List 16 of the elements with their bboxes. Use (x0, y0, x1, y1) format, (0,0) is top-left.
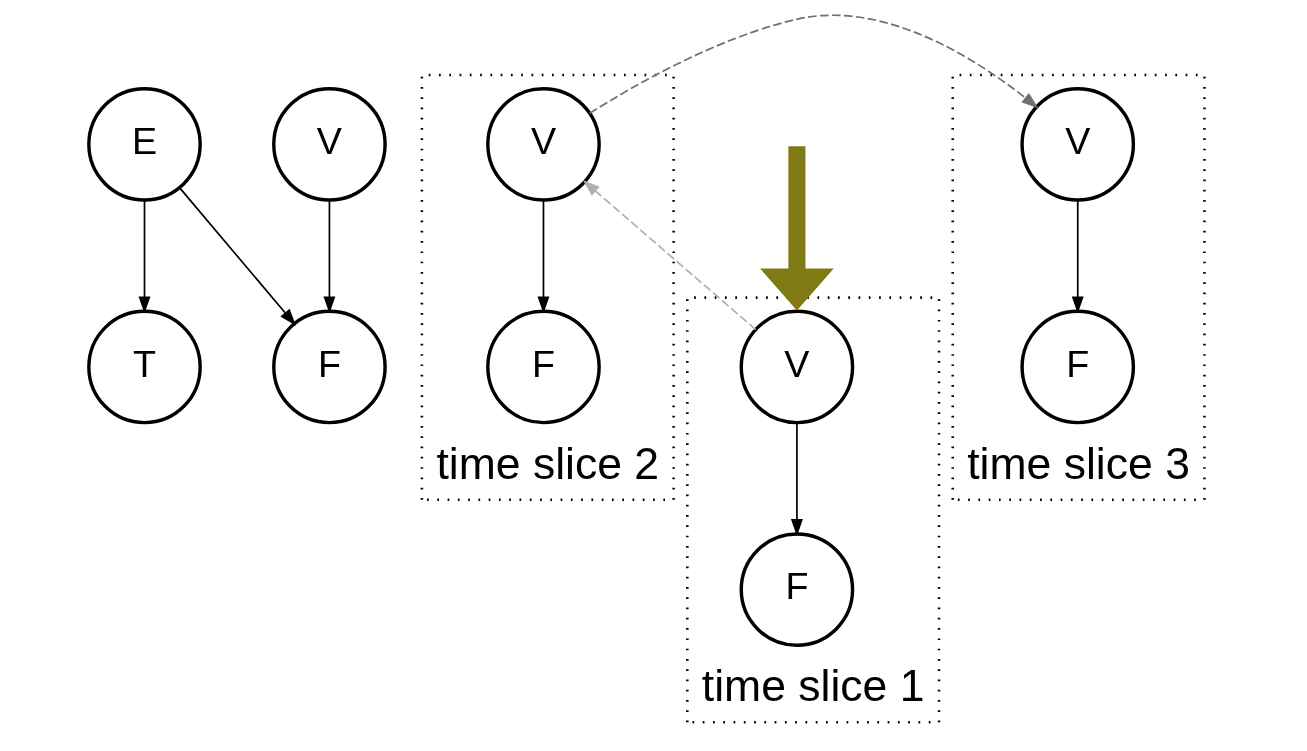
node-circle: V (272, 87, 387, 202)
arrow (589, 14, 1039, 115)
node-circle: V (739, 309, 855, 425)
arrow (790, 422, 803, 537)
arrow (1071, 199, 1084, 314)
arrow (138, 199, 151, 314)
arrow (537, 199, 550, 314)
node-circle: E (87, 87, 202, 202)
node-circle: F (486, 309, 601, 425)
arrow (323, 199, 336, 314)
arrow (760, 146, 834, 311)
arrow (178, 186, 296, 326)
node-circle: T (87, 309, 202, 425)
arrow (582, 180, 757, 331)
node-circle: F (739, 532, 855, 647)
node-circle: F (1020, 309, 1136, 425)
